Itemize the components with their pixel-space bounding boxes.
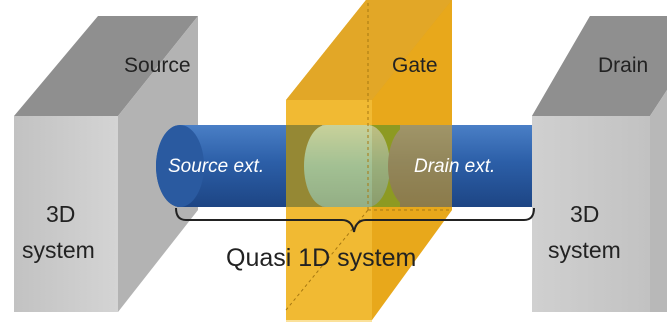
right-3d-line2: system	[548, 237, 621, 263]
source-label: Source	[124, 54, 191, 77]
drain-block-top	[532, 16, 667, 116]
source-block-front	[14, 116, 118, 312]
source-ext-label: Source ext.	[168, 156, 264, 177]
source-block-top	[14, 16, 198, 116]
right-3d-line1: 3D	[570, 201, 599, 227]
gate-front-face	[286, 100, 372, 322]
quasi-1d-label: Quasi 1D system	[226, 244, 416, 272]
drain-block	[532, 16, 667, 312]
drain-block-side-right	[650, 90, 667, 312]
left-3d-line2: system	[22, 237, 95, 263]
left-3d-line1: 3D	[46, 201, 75, 227]
tube-left-cap	[156, 125, 204, 207]
drain-label: Drain	[598, 54, 648, 77]
drain-ext-label: Drain ext.	[414, 156, 495, 177]
drain-block-front	[532, 116, 650, 312]
quasi-1d-brace	[175, 207, 535, 233]
gate-top-face	[286, 0, 452, 100]
gate-label: Gate	[392, 54, 438, 77]
gate-front	[285, 0, 452, 322]
gate-side-face	[372, 0, 452, 320]
